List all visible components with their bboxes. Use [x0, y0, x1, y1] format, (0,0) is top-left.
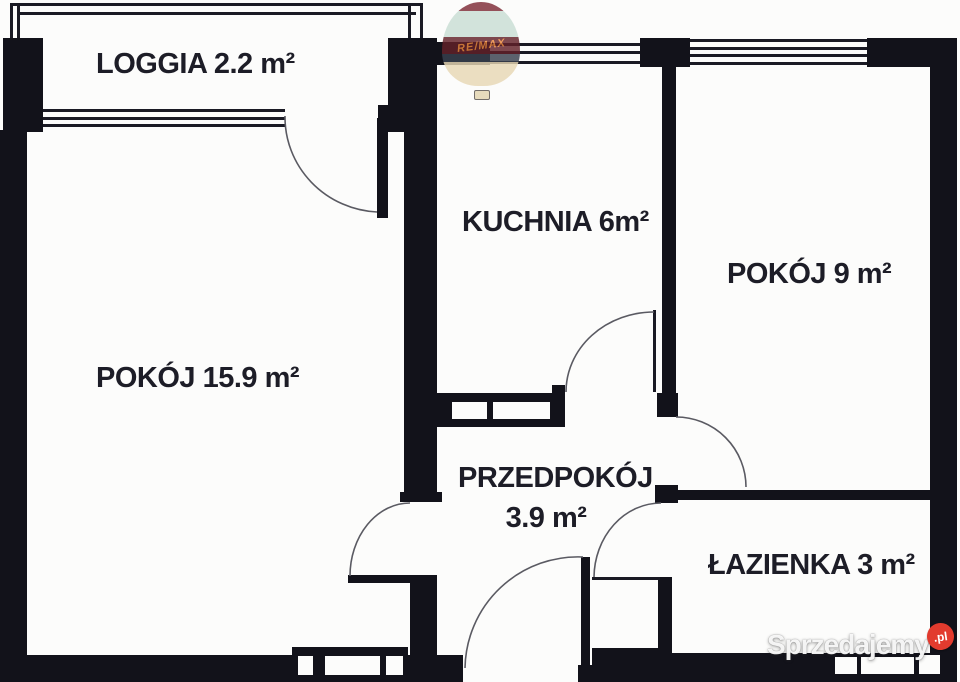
- room-label-kitchen: KUCHNIA 6m²: [462, 206, 649, 238]
- room9-window-line: [690, 62, 867, 65]
- bathroom-door-leaf: [592, 577, 660, 580]
- room-large-window-pane: [298, 656, 313, 675]
- wall-top-middle: [640, 38, 690, 67]
- entry-door-arc: [464, 556, 584, 669]
- wall-bath-left: [658, 577, 672, 653]
- wall-right: [930, 38, 957, 682]
- wall-corner-topleft: [3, 38, 43, 132]
- loggia-door-leaf: [377, 118, 388, 218]
- bathroom-window-pane: [835, 657, 857, 674]
- bathroom-window-pane: [919, 655, 940, 674]
- room-label-hall: PRZEDPOKÓJ: [458, 462, 653, 494]
- room-label-room9: POKÓJ 9 m²: [727, 258, 892, 290]
- wall-hall-left-lower: [410, 575, 437, 682]
- room9-window-line: [690, 47, 867, 50]
- wall-kitchen-room9: [662, 65, 676, 395]
- room9-window-line: [690, 54, 867, 57]
- kitchen-panel-pane: [452, 402, 487, 419]
- balloon-band-mint: [442, 11, 520, 38]
- loggia-rail-left-inner: [17, 3, 20, 40]
- wall-pier-loggia-kitchen: [388, 38, 437, 107]
- loggia-rail-right-inner: [408, 3, 411, 43]
- loggia-rail-top-outer: [10, 3, 423, 6]
- loggia-window-line: [43, 124, 285, 127]
- balloon-envelope: RE/MAX: [442, 2, 520, 86]
- sprzedajemy-watermark: Sprzedajemy .pl: [767, 621, 956, 661]
- room-label-loggia: LOGGIA 2.2 m²: [96, 48, 295, 80]
- room9-door-arc: [675, 416, 747, 488]
- entry-door-leaf: [581, 557, 590, 670]
- room-large-window-pane: [325, 656, 380, 675]
- room-large-window-pane: [386, 656, 403, 675]
- bathroom-window-pane: [861, 657, 914, 674]
- kitchen-door-arc: [565, 311, 655, 393]
- kitchen-window-line: [490, 61, 640, 64]
- kitchen-window-line: [490, 51, 640, 54]
- room-large-door-arc: [349, 502, 411, 577]
- loggia-door-arc: [284, 115, 378, 213]
- wall-hall-left-foot: [400, 492, 442, 502]
- room-label-hall-area: 3.9 m²: [505, 502, 587, 534]
- loggia-window-line: [43, 117, 285, 120]
- balloon-band-cream: [442, 61, 520, 86]
- room-label-bathroom: ŁAZIENKA 3 m²: [708, 549, 915, 581]
- wall-kitchen-room9-foot: [657, 393, 678, 417]
- wall-left: [0, 130, 27, 682]
- kitchen-window-line: [490, 43, 640, 46]
- wall-hall-left: [404, 130, 437, 502]
- loggia-rail-right-outer: [420, 3, 423, 43]
- loggia-window-line: [43, 109, 285, 112]
- balloon-basket: [474, 90, 490, 100]
- balloon-band-brand: RE/MAX: [442, 36, 520, 55]
- wall-kitchen-hall-endcap: [552, 385, 565, 427]
- loggia-rail-top-inner: [17, 12, 416, 15]
- balloon-band-top: [442, 2, 520, 12]
- kitchen-panel-pane: [493, 402, 550, 419]
- wall-bath-top-pier: [655, 485, 678, 503]
- room-label-room15: POKÓJ 15.9 m²: [96, 362, 300, 394]
- wall-bottom-center: [592, 648, 672, 682]
- portal-watermark-text: Sprzedajemy: [767, 629, 930, 660]
- remax-balloon-watermark: RE/MAX: [442, 2, 520, 100]
- room9-window-line: [690, 39, 867, 42]
- balloon-band-navy: [442, 54, 520, 62]
- wall-room9-bathroom: [673, 490, 930, 500]
- room-large-door-leaf: [348, 575, 412, 583]
- kitchen-door-leaf: [653, 310, 656, 392]
- remax-logo-text: RE/MAX: [456, 36, 506, 55]
- loggia-rail-left-outer: [10, 3, 13, 40]
